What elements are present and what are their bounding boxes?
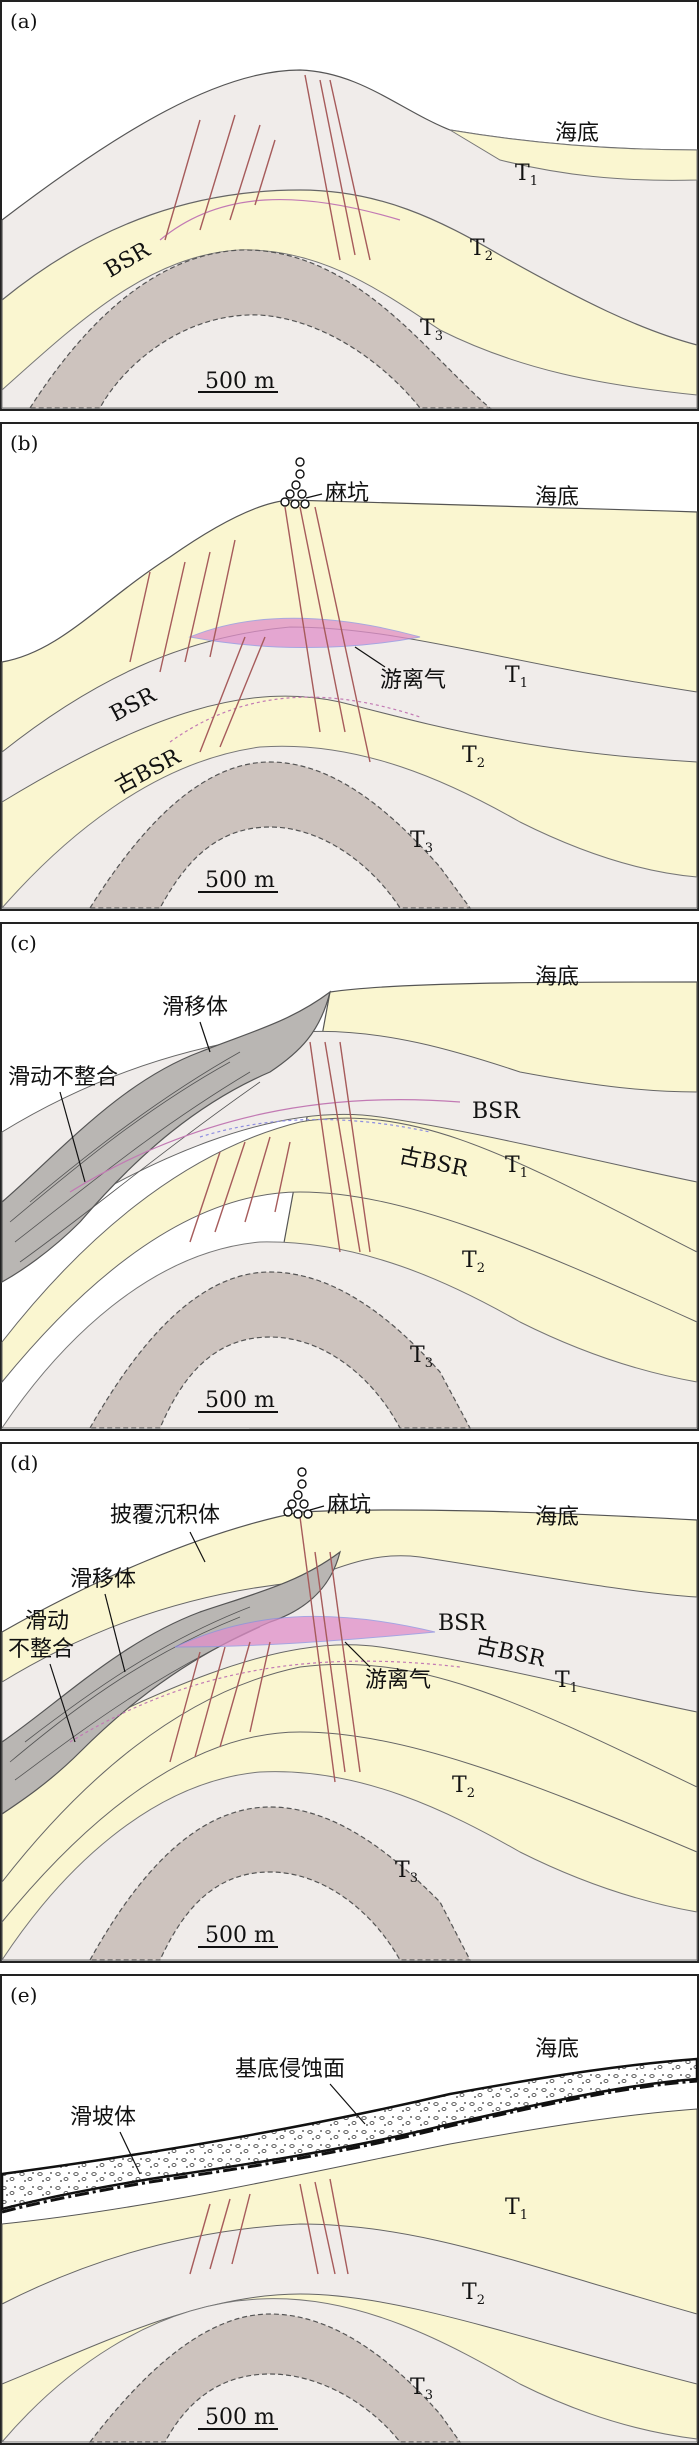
free-gas-label: 游离气 [380,668,446,693]
t1-label: T1 [555,1668,578,1696]
t2-label: T2 [470,236,493,264]
slide-body-label: 滑移体 [70,1567,136,1592]
panel-c: (c) 海底 滑移体 滑动不整合 BSR 古BSR T1 T2 T3 500 m [0,922,700,1432]
panel-b-diagram: (b) 麻坑 海底 BSR 古BSR 游离气 T1 T2 T3 500 m [0,422,699,911]
panel-a: (a) 海底 T1 T2 T3 BSR 500 m [0,0,700,412]
seafloor-label: 海底 [535,485,579,510]
t3-label: T3 [410,2375,433,2403]
t3-label: T3 [410,1343,433,1371]
svg-text:500 m: 500 m [205,2405,275,2430]
faults [169,1516,361,1783]
panel-label: (c) [10,931,37,955]
scale-bar: 500 m [198,369,278,394]
bsr-label: BSR [438,1611,487,1636]
seafloor-label: 海底 [535,1505,579,1530]
panel-label: (a) [10,9,38,33]
t3-dark-arc [28,249,492,409]
slump-label: 滑坡体 [70,2105,136,2130]
scale-bar: 500 m [198,2405,278,2430]
slide-body [1,990,331,1284]
panel-label: (e) [10,1983,37,2007]
slide-body-label: 滑移体 [162,995,228,1020]
bsr-line [159,198,401,241]
panel-c-diagram: (c) 海底 滑移体 滑动不整合 BSR 古BSR T1 T2 T3 500 m [0,922,699,1431]
drape-label: 披覆沉积体 [110,1503,220,1528]
t1-label: T1 [505,663,528,691]
t3-label: T3 [410,828,433,856]
panel-e-diagram: (e) 海底 基底侵蚀面 滑坡体 T1 T2 T3 500 m [0,1974,699,2445]
svg-text:500 m: 500 m [205,868,275,893]
t2-label: T2 [462,2280,485,2308]
slide-unconformity-label: 滑动不整合 [8,1065,118,1090]
faults [189,1041,371,1253]
svg-text:500 m: 500 m [205,369,275,394]
seafloor-label: 海底 [535,2037,579,2062]
shallow-yellow-layer [449,129,698,181]
gas-body [174,1615,436,1648]
old-bsr-line [169,696,421,743]
panel-e: (e) 海底 基底侵蚀面 滑坡体 T1 T2 T3 500 m [0,1974,700,2446]
scale-bar: 500 m [198,1923,278,1948]
basal-erosion-label: 基底侵蚀面 [235,2057,345,2082]
panel-d-diagram: (d) 麻坑 披覆沉积体 海底 滑移体 滑动 不整合 BSR 古BSR 游离气 … [0,1442,699,1963]
slide-internal-lines [9,1051,261,1263]
slump-body [0,2057,699,2211]
faults [164,74,371,261]
scale-bar: 500 m [198,868,278,893]
pockmark-bubbles [280,457,310,509]
pockmark-bubbles [283,1467,313,1519]
t3-label: T3 [395,1858,418,1886]
slide-unconformity-label-1: 滑动 [25,1609,69,1634]
panel-label: (b) [10,431,38,455]
faults [189,2178,349,2275]
t3-dark-arc [88,761,472,909]
bsr-label: BSR [472,1099,521,1124]
t2-label: T2 [462,1248,485,1276]
t2-label: T2 [452,1773,475,1801]
slide-unconformity-label-2: 不整合 [8,1637,74,1662]
panel-d: (d) 麻坑 披覆沉积体 海底 滑移体 滑动 不整合 BSR 古BSR 游离气 … [0,1442,700,1964]
panel-a-diagram: (a) 海底 T1 T2 T3 BSR 500 m [0,0,699,411]
svg-text:500 m: 500 m [205,1923,275,1948]
seafloor-label: 海底 [535,965,579,990]
t1-label: T1 [505,2195,528,2223]
panel-label: (d) [10,1451,38,1475]
pockmark-label: 麻坑 [325,481,369,506]
svg-text:500 m: 500 m [205,1388,275,1413]
free-gas-label: 游离气 [365,1668,431,1693]
t1-label: T1 [505,1153,528,1181]
slide-body [1,1550,341,1816]
panel-b: (b) 麻坑 海底 BSR 古BSR 游离气 T1 T2 T3 500 m [0,422,700,912]
t2-label: T2 [462,743,485,771]
bsr-line [69,1099,461,1193]
faults [129,506,371,763]
basal-erosion-surface [1,2079,698,2214]
scale-bar: 500 m [198,1388,278,1413]
pockmark-label: 麻坑 [327,1493,371,1518]
seafloor-label: 海底 [555,121,599,146]
t3-label: T3 [420,316,443,344]
old-bsr-line [199,1118,431,1138]
t1-label: T1 [515,161,538,189]
